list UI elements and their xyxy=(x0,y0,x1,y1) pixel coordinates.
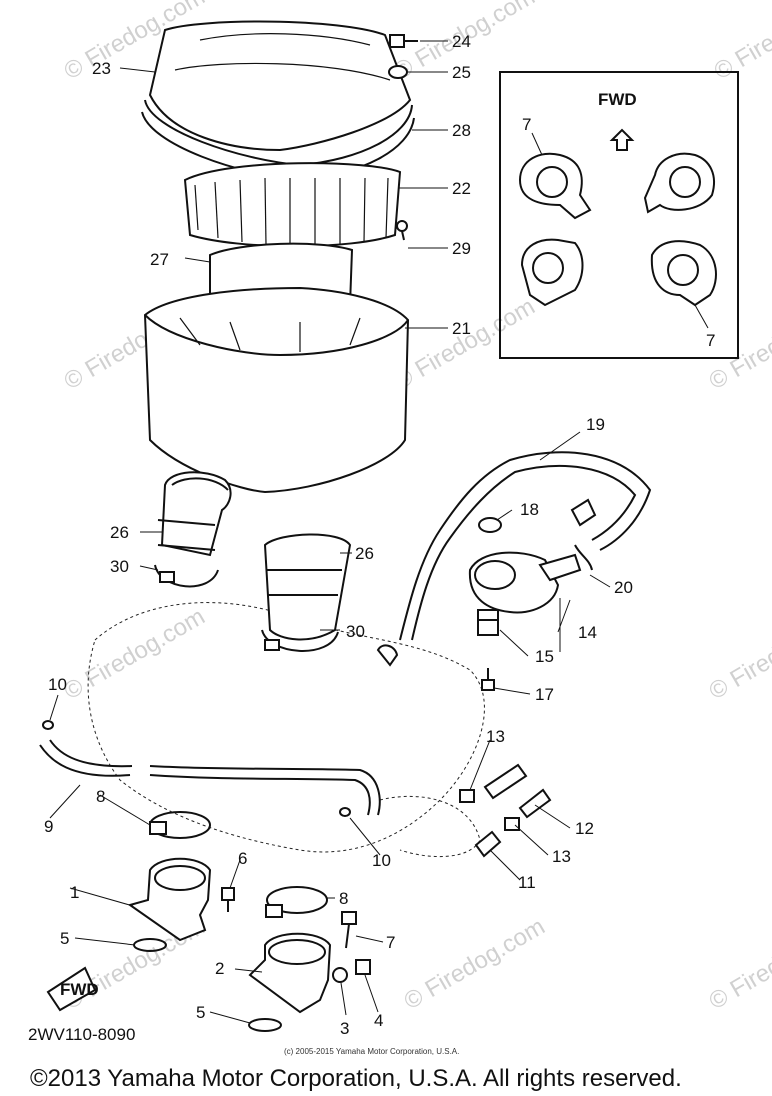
air-filter-element xyxy=(183,162,402,248)
joint-26-left xyxy=(157,471,232,557)
callout-7-lower: 7 xyxy=(386,933,395,952)
callout-7-inset-bottom: 7 xyxy=(706,331,715,350)
callout-25: 25 xyxy=(452,63,471,82)
callout-18: 18 xyxy=(520,500,539,519)
manifold-2 xyxy=(248,932,332,1014)
watermark: © Firedog.com xyxy=(705,913,772,1015)
clamp-30-right xyxy=(261,629,339,652)
callout-13-bottom: 13 xyxy=(552,847,571,866)
callout-6: 6 xyxy=(238,849,247,868)
callout-14: 14 xyxy=(578,623,597,642)
flange-bottom-left xyxy=(520,238,584,307)
washer-25 xyxy=(388,65,408,79)
callout-9: 9 xyxy=(44,817,53,836)
callout-23: 23 xyxy=(92,59,111,78)
leader-lines xyxy=(49,40,709,1024)
clamp-30-left xyxy=(154,564,219,588)
nut-4 xyxy=(355,959,371,975)
fwd-inset-box: FWD xyxy=(499,71,739,359)
copyright-line: ©2013 Yamaha Motor Corporation, U.S.A. A… xyxy=(30,1065,682,1092)
clip-10 xyxy=(42,720,351,817)
callout-numbers: 23 24 25 28 22 27 29 21 7 7 19 18 26 30 … xyxy=(44,32,715,1038)
watermark: © Firedog.com xyxy=(60,603,210,705)
callout-26-right: 26 xyxy=(355,544,374,563)
callout-1: 1 xyxy=(70,883,79,902)
callout-28: 28 xyxy=(452,121,471,140)
bolt-7 xyxy=(341,911,357,949)
hose-12 xyxy=(483,763,552,819)
callout-22: 22 xyxy=(452,179,471,198)
clamp-13 xyxy=(459,789,520,831)
clamp-8-lower xyxy=(265,886,328,918)
callout-20: 20 xyxy=(614,578,633,597)
hose-19 xyxy=(399,451,652,641)
callout-7-inset-top: 7 xyxy=(522,115,531,134)
hose-9 xyxy=(39,739,381,816)
flange-bottom-right xyxy=(650,240,717,307)
bolt-17 xyxy=(481,668,495,691)
fwd-arrow-label: FWD xyxy=(60,980,99,999)
callout-24: 24 xyxy=(452,32,471,51)
callout-30-right: 30 xyxy=(346,622,365,641)
callout-5-lower: 5 xyxy=(196,1003,205,1022)
collar-3 xyxy=(332,967,348,983)
callout-19: 19 xyxy=(586,415,605,434)
oring-5-lower xyxy=(248,1018,282,1032)
watermark: © Firedog.com xyxy=(390,293,540,395)
callout-27: 27 xyxy=(150,250,169,269)
cap-18 xyxy=(478,517,502,533)
watermark: © Firedog.com xyxy=(400,913,550,1015)
flange-top-left xyxy=(518,152,592,220)
clamp-8-upper xyxy=(149,811,211,839)
flange-top-right xyxy=(643,152,715,214)
callout-5-upper: 5 xyxy=(60,929,69,948)
small-copyright: (c) 2005-2015 Yamaha Motor Corporation, … xyxy=(284,1047,459,1056)
screw-29 xyxy=(396,220,408,241)
fwd-arrow-tag: FWD xyxy=(46,966,99,1012)
air-box-case xyxy=(143,286,410,494)
callout-29: 29 xyxy=(452,239,471,258)
bolt-24 xyxy=(389,34,418,48)
callout-17: 17 xyxy=(535,685,554,704)
connector-20 xyxy=(570,498,597,571)
joint-26-right xyxy=(263,533,352,641)
callout-13-top: 13 xyxy=(486,727,505,746)
air-box-cover xyxy=(144,20,413,167)
callout-15: 15 xyxy=(535,647,554,666)
callout-3: 3 xyxy=(340,1019,349,1038)
grommet-15 xyxy=(477,609,499,636)
manifold-1 xyxy=(127,857,212,942)
callout-4: 4 xyxy=(374,1011,383,1030)
callout-10-left: 10 xyxy=(48,675,67,694)
callout-10-right: 10 xyxy=(372,851,391,870)
callout-11: 11 xyxy=(518,873,536,892)
clip-near-hose xyxy=(376,644,399,667)
fitting-11 xyxy=(474,830,502,858)
callout-26-left: 26 xyxy=(110,523,129,542)
callout-2: 2 xyxy=(215,959,224,978)
callout-12: 12 xyxy=(575,819,594,838)
screw-6 xyxy=(221,887,235,912)
valve-body-14 xyxy=(468,551,582,614)
diagram-code: 2WV110-8090 xyxy=(28,1025,135,1044)
fwd-label: FWD xyxy=(598,90,637,109)
watermark: © Firedog.com xyxy=(705,603,772,705)
callout-8-upper: 8 xyxy=(96,787,105,806)
callout-21: 21 xyxy=(452,319,471,338)
callout-8-lower: 8 xyxy=(339,889,348,908)
callout-30-left: 30 xyxy=(110,557,129,576)
